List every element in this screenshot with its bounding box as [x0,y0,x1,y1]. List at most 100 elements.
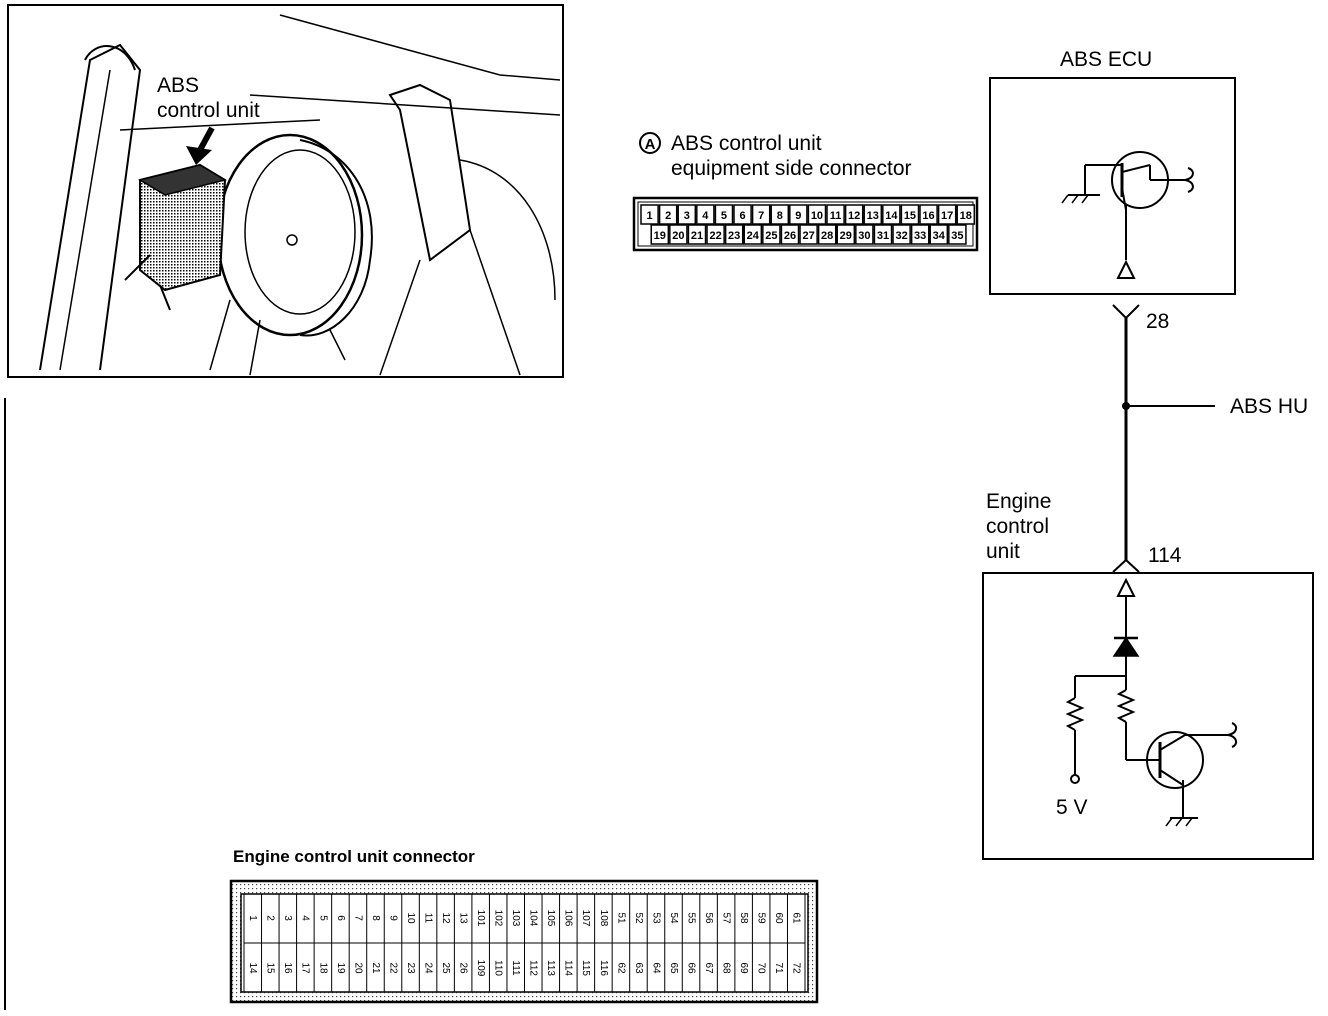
ecu-pin-113: 113 [545,960,556,976]
ecu-pin-16: 16 [282,962,293,974]
abs-pin-22: 22 [706,224,725,245]
ecu-pin-20: 20 [352,962,363,974]
ecu-pin-13: 13 [458,912,469,924]
abs-pin-label: 30 [858,230,870,242]
abs-pin-label: 1 [646,210,652,222]
abs-pin-label: 34 [933,230,946,242]
abs-pin-label: 33 [914,230,926,242]
pin-114-label: 114 [1148,544,1182,567]
abs-pin-23: 23 [724,224,744,245]
abs-pin-label: 11 [830,210,842,222]
abs-ecu-box [989,77,1236,295]
abs-pin-11: 11 [826,204,845,225]
ecu-pin-54: 54 [668,912,679,924]
callout-letter: A [645,136,656,153]
ecu-pin-51: 51 [615,912,626,924]
ecu-pin-58: 58 [738,912,749,924]
ecu-pin-23: 23 [405,962,416,974]
abs-pin-label: 21 [691,230,703,242]
photo-label-line1: ABS [157,74,199,97]
ecu-pin-55: 55 [685,912,696,924]
abs-pin-label: 23 [728,230,740,242]
abs-pin-25: 25 [762,224,781,245]
ecu-pin-6: 6 [335,915,346,921]
ecu-pin-22: 22 [387,962,398,974]
photo-label-line2: control unit [157,99,260,122]
abs-pin-19: 19 [650,224,670,245]
ecu-pin-53: 53 [650,912,661,924]
ecu-pin-2: 2 [265,915,276,921]
abs-pin-10: 10 [807,204,827,225]
ecu-pin-67: 67 [703,962,714,974]
diode-icon [1112,636,1140,657]
abs-pin-label: 16 [922,210,934,222]
abs-pin-label: 35 [951,230,963,242]
ecu-pin-26: 26 [458,962,469,974]
ecu-pin-11: 11 [422,913,433,924]
abs-pin-17: 17 [937,204,957,225]
ecu-pin-111: 111 [510,960,521,976]
abs-pin-20: 20 [669,224,688,245]
abs-pin-label: 24 [747,230,760,242]
pointer-arrow [186,126,215,165]
abs-pin-3: 3 [677,204,697,225]
abs-pin-label: 6 [739,210,745,222]
abs-pin-label: 3 [684,210,690,222]
abs-pin-4: 4 [696,204,715,225]
ecu-pin-62: 62 [615,962,626,974]
ecu-pin-18: 18 [317,962,328,974]
ecu-pin-52: 52 [633,912,644,924]
abs-pin-2: 2 [658,204,678,225]
component-location-illustration: ABS control unit [7,4,564,378]
ecu-pin-59: 59 [756,912,767,924]
abs-pin-6: 6 [733,204,752,225]
ecu-pin-109: 109 [475,960,486,977]
abs-pin-label: 8 [777,210,783,222]
ecu-pin-104: 104 [528,910,539,927]
abs-pin-label: 18 [960,210,972,222]
abs-pin-34: 34 [929,224,949,245]
abs-pin-label: 13 [867,210,879,222]
ecu-pin-69: 69 [738,962,749,974]
abs-pin-29: 29 [836,224,856,245]
abs-pin-label: 32 [895,230,907,242]
ecu-pin-57: 57 [720,912,731,924]
abs-pin-label: 28 [821,230,833,242]
ecu-pin-4: 4 [300,915,311,921]
abs-pin-12: 12 [844,204,864,225]
ecu-pin-14: 14 [247,962,258,974]
pin-114-connector-icon [1112,558,1140,573]
ecu-pin-24: 24 [422,962,433,974]
abs-pin-15: 15 [900,204,920,225]
ecu-pin-3: 3 [282,915,293,921]
abs-pin-5: 5 [714,204,734,225]
ecu-pin-107: 107 [580,910,591,927]
abs-pin-label: 9 [795,210,801,222]
ecu-pin-15: 15 [265,962,276,974]
ecu-pin-112: 112 [528,960,539,976]
abs-pin-label: 15 [904,210,916,222]
ecu-label-line3: unit [986,540,1020,563]
ecu-pin-102: 102 [493,910,504,927]
abs-pin-13: 13 [863,204,883,225]
abs-pin-18: 18 [956,204,976,225]
ecu-pin-12: 12 [440,912,451,924]
ecu-pin-1: 1 [247,915,258,921]
ecu-pin-71: 71 [773,962,784,974]
abs-pin-label: 25 [765,230,777,242]
ecu-pin-7: 7 [352,915,363,921]
abs-pin-14: 14 [882,204,901,225]
abs-pin-label: 7 [758,210,764,222]
abs-pin-27: 27 [799,224,818,245]
ecu-pin-115: 115 [580,960,591,976]
ecu-pin-101: 101 [475,910,486,927]
abs-pin-label: 31 [877,230,889,242]
ecu-pin-110: 110 [493,960,504,976]
abs-pin-24: 24 [743,224,763,245]
ecu-pin-5: 5 [317,915,328,921]
callout-circle-icon [639,132,661,154]
ecu-pin-10: 10 [405,912,416,924]
